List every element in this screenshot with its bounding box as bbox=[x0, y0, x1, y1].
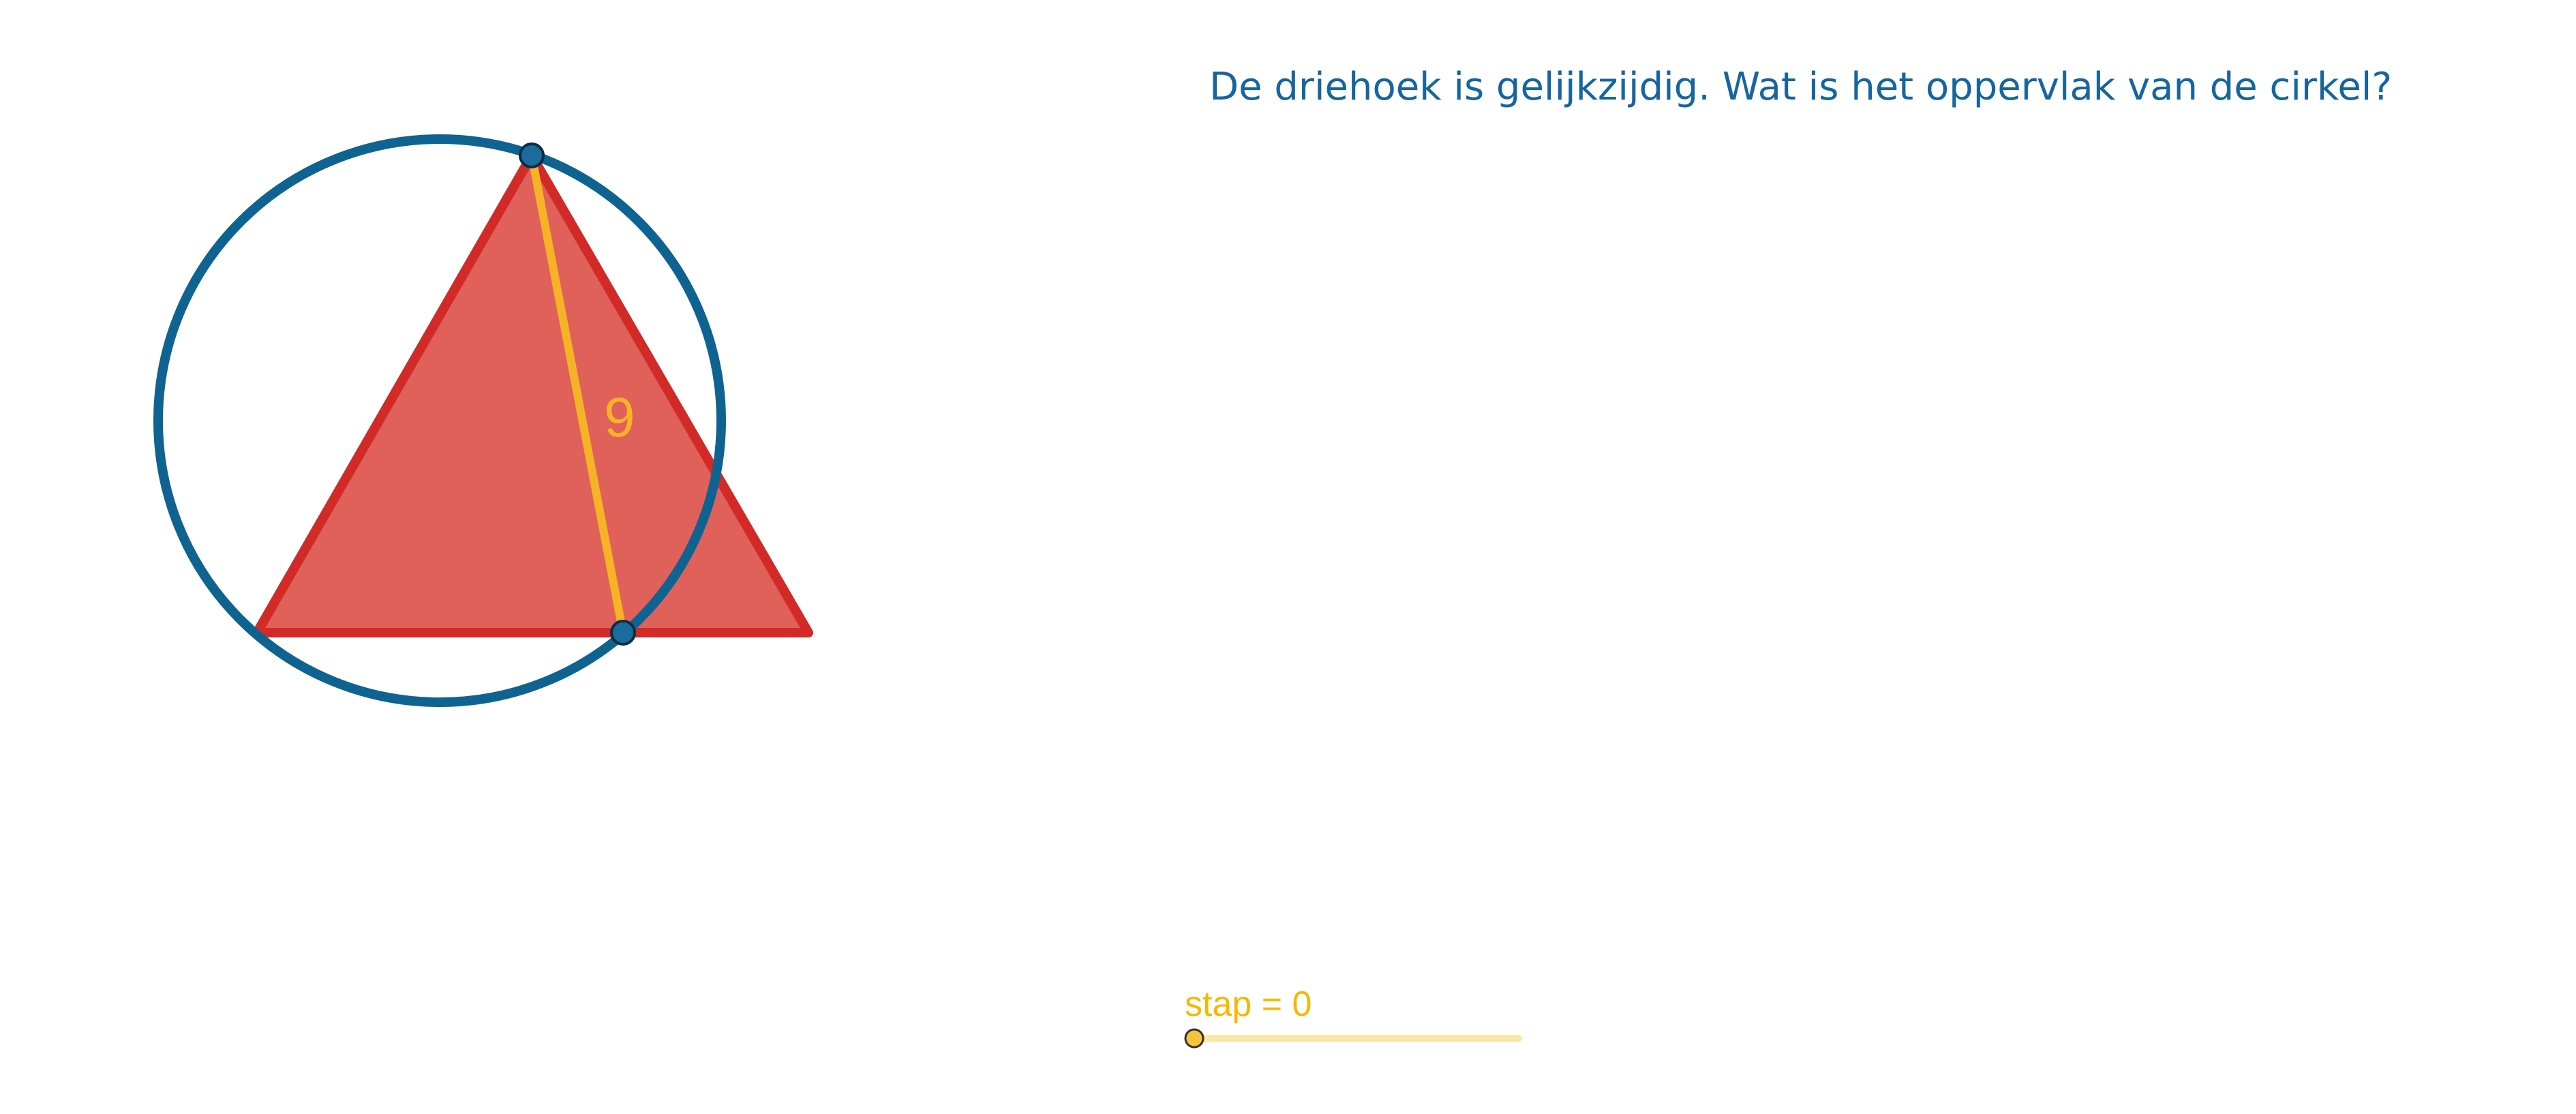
point-top-vertex[interactable] bbox=[519, 142, 545, 168]
circle bbox=[153, 134, 726, 707]
equilateral-triangle bbox=[252, 151, 813, 637]
question-text: De driehoek is gelijkzijdig. Wat is het … bbox=[1209, 65, 2393, 109]
chord-segment bbox=[528, 151, 627, 637]
slider-handle[interactable] bbox=[1184, 1028, 1204, 1049]
slider-label: stap = 0 bbox=[1185, 984, 1312, 1024]
segment-length-label: 9 bbox=[604, 387, 635, 449]
point-base-intersection[interactable] bbox=[610, 620, 636, 646]
